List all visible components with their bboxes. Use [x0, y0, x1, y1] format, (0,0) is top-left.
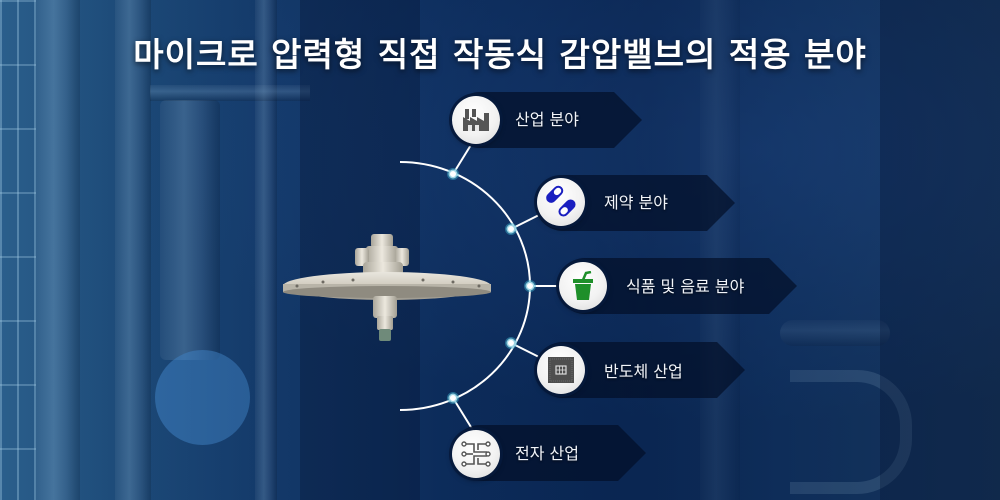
arc-node: [524, 280, 536, 292]
arc-node: [447, 168, 459, 180]
application-label: 전자 산업: [515, 444, 579, 463]
arc-node: [447, 392, 459, 404]
pill-capsule-icon: [546, 185, 576, 217]
arc-node: [505, 223, 517, 235]
icon-badge-semiconductor: [537, 346, 585, 394]
circuit-icon: [461, 441, 491, 467]
pressure-reducing-valve-image: [283, 234, 491, 341]
application-label: 반도체 산업: [604, 362, 683, 381]
page-title: 마이크로 압력형 직접 작동식 감압밸브의 적용 분야: [133, 35, 867, 74]
application-label: 산업 분야: [515, 110, 579, 129]
chip-icon: [548, 357, 574, 383]
application-label: 제약 분야: [604, 193, 668, 212]
icon-badge-food-beverage: [559, 262, 607, 310]
icon-badge-industrial: [452, 96, 500, 144]
drink-cup-icon: [573, 271, 593, 300]
icon-badge-electronics: [452, 430, 500, 478]
factory-icon: [463, 109, 489, 131]
icon-badge-pharma: [537, 178, 585, 226]
application-label: 식품 및 음료 분야: [626, 277, 745, 296]
arc-node: [505, 337, 517, 349]
